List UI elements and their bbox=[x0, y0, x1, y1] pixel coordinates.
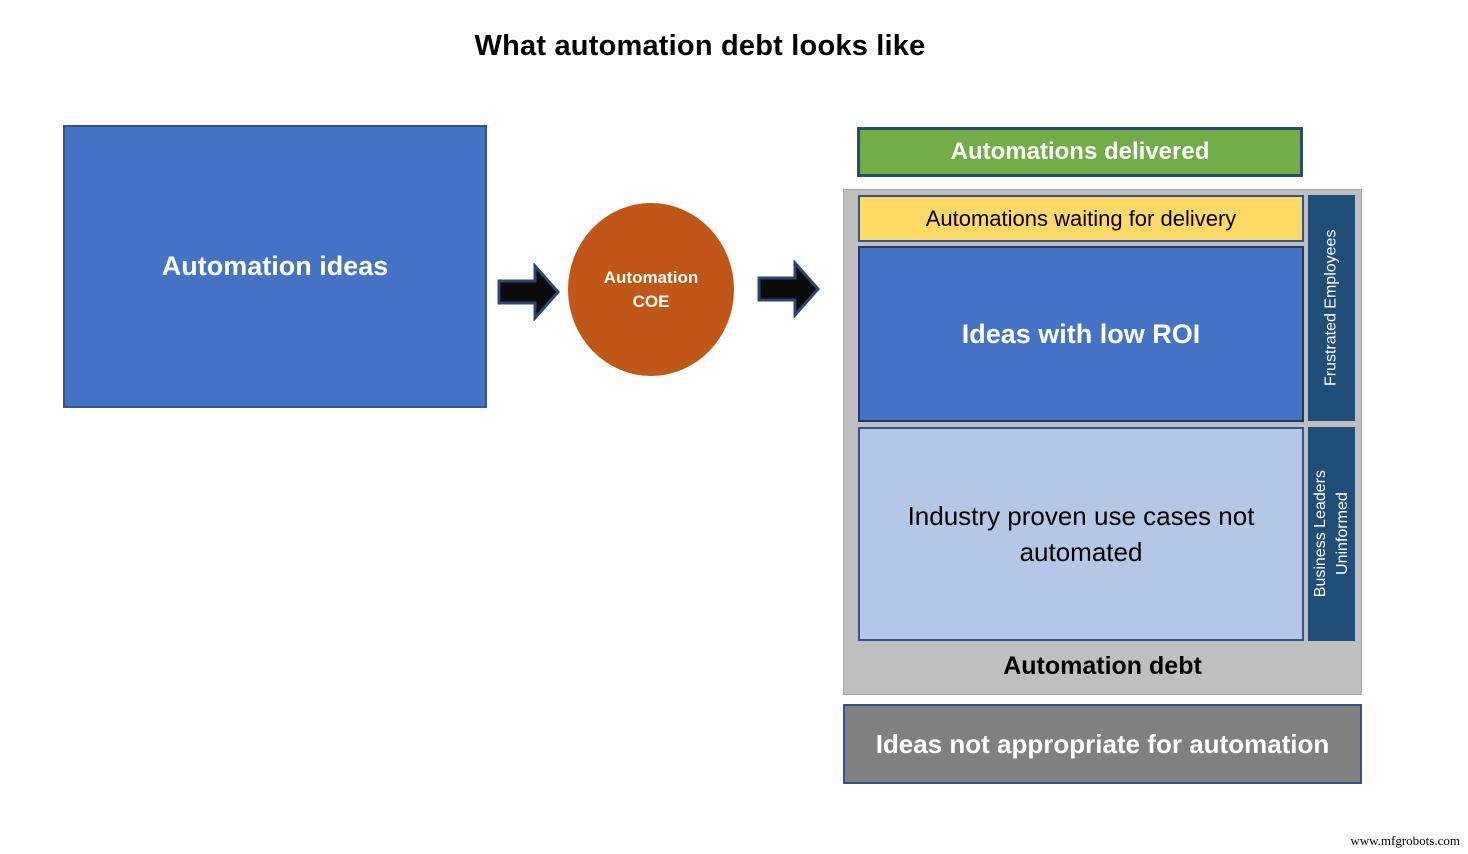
ideas-not-appropriate-label: Ideas not appropriate for automation bbox=[875, 728, 1330, 759]
business-leaders-strip: Business Leaders Uninformed bbox=[1308, 427, 1355, 641]
automations-delivered-label: Automations delivered bbox=[950, 138, 1210, 165]
automation-ideas-label: Automation ideas bbox=[161, 251, 389, 281]
ideas-low-roi-box: Ideas with low ROI bbox=[858, 246, 1304, 422]
right-arrow-icon bbox=[757, 260, 821, 318]
frustrated-employees-strip: Frustrated Employees bbox=[1308, 195, 1355, 421]
watermark-url: www.mfgrobots.com bbox=[1350, 833, 1460, 848]
frustrated-employees-label: Frustrated Employees bbox=[1322, 229, 1340, 387]
right-arrow-icon bbox=[497, 263, 561, 321]
business-leaders-line2: Uninformed bbox=[1333, 492, 1351, 576]
business-leaders-line1: Business Leaders bbox=[1311, 470, 1329, 598]
industry-use-cases-label: Industry proven use cases not automated bbox=[907, 500, 1255, 567]
ideas-not-appropriate-box: Ideas not appropriate for automation bbox=[843, 704, 1362, 784]
diagram-title: What automation debt looks like bbox=[474, 30, 926, 62]
automations-delivered-box: Automations delivered bbox=[857, 127, 1303, 177]
coe-label-line1: Automation bbox=[603, 267, 699, 287]
business-leaders-label: Business Leaders Uninformed bbox=[1310, 470, 1353, 597]
ideas-low-roi-label: Ideas with low ROI bbox=[961, 318, 1201, 349]
automations-waiting-box: Automations waiting for delivery bbox=[858, 195, 1304, 242]
automation-ideas-box: Automation ideas bbox=[63, 125, 487, 408]
coe-label-line2: COE bbox=[632, 291, 670, 311]
industry-use-cases-box: Industry proven use cases not automated bbox=[858, 427, 1304, 641]
automations-waiting-label: Automations waiting for delivery bbox=[925, 205, 1237, 231]
automation-coe-circle: Automation COE bbox=[568, 203, 734, 376]
automation-debt-label: Automation debt bbox=[1003, 651, 1202, 680]
automation-debt-container: Automations waiting for delivery Ideas w… bbox=[843, 189, 1362, 695]
